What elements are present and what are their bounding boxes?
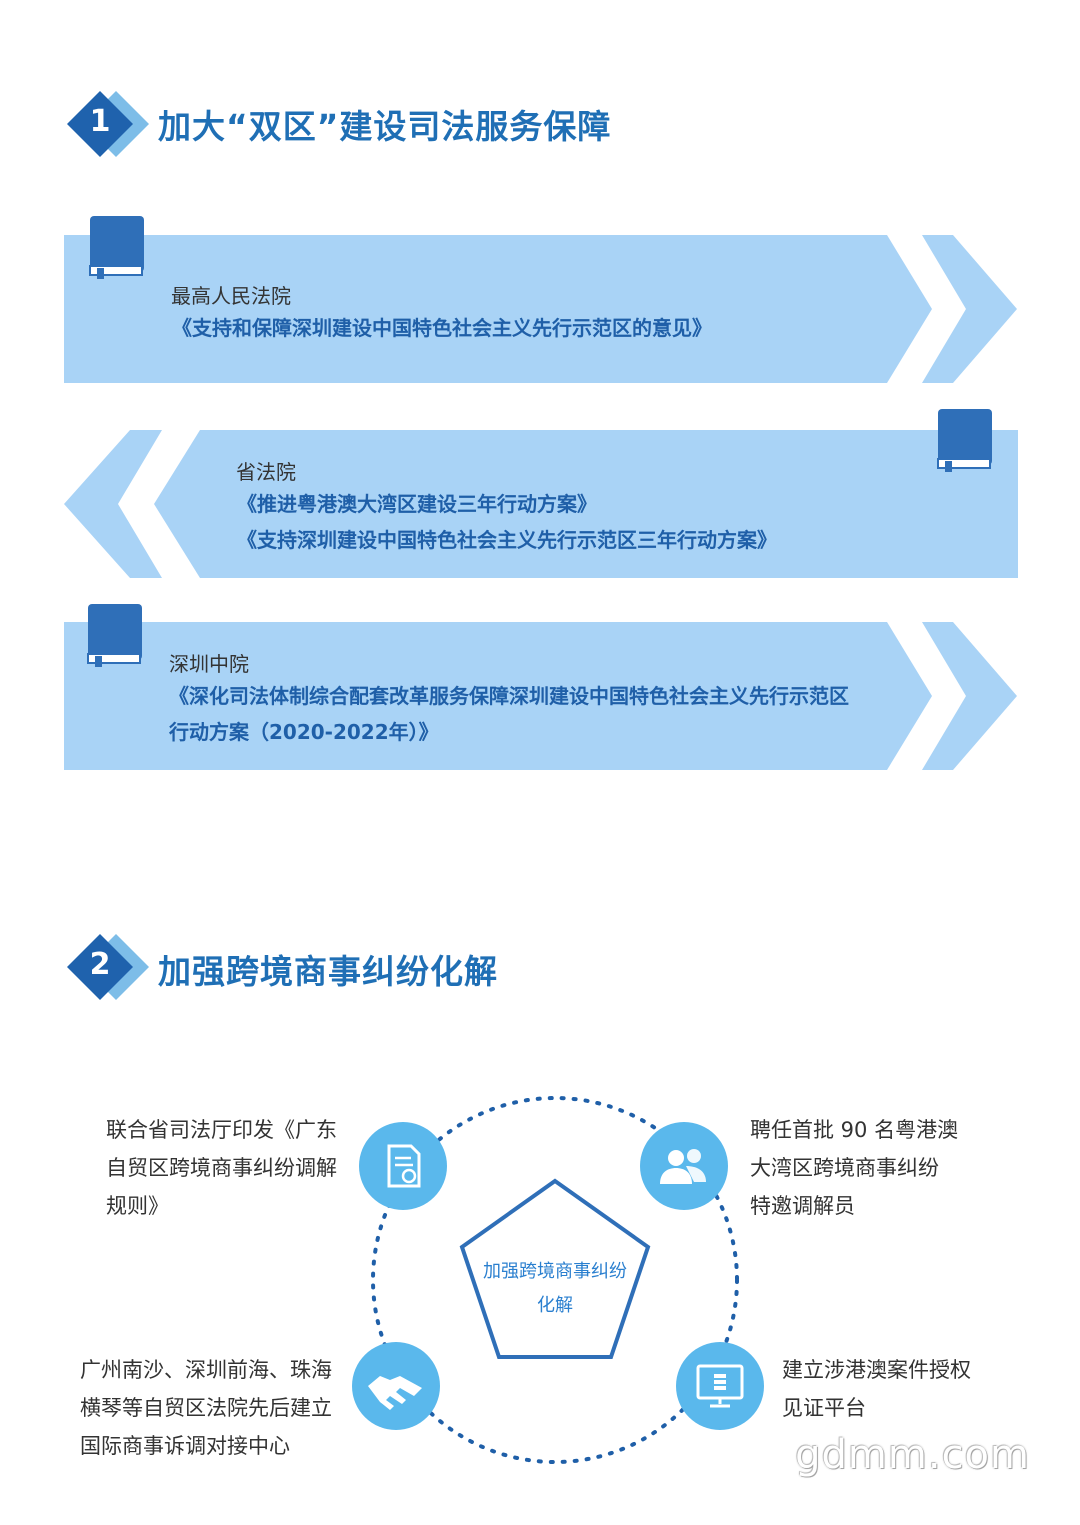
band-3-document-line-2: 行动方案（2020-2022年）》 — [169, 720, 439, 744]
watermark: gdmm.com — [795, 1432, 1030, 1478]
book-icon — [86, 604, 144, 672]
band-3-issuer: 深圳中院 — [169, 652, 249, 676]
section-1-title: 加大“双区”建设司法服务保障 — [158, 107, 612, 146]
handshake-icon — [352, 1342, 440, 1430]
section-2-title: 加强跨境商事纠纷化解 — [158, 952, 498, 991]
measure-top-left: 联合省司法厅印发《广东 自贸区跨境商事纠纷调解 规则》 — [106, 1111, 337, 1225]
measure-top-right-line-2: 大湾区跨境商事纠纷 — [750, 1156, 939, 1180]
book-icon — [88, 216, 146, 284]
band-1-issuer: 最高人民法院 — [171, 284, 291, 308]
measure-bottom-right-line-2: 见证平台 — [782, 1396, 866, 1420]
band-3-document-line-1: 《深化司法体制综合配套改革服务保障深圳建设中国特色社会主义先行示范区 — [169, 684, 849, 708]
measure-top-right-line-3: 特邀调解员 — [750, 1194, 855, 1218]
people-icon — [640, 1122, 728, 1210]
band-2-issuer: 省法院 — [236, 460, 296, 484]
band-2 — [64, 430, 1018, 578]
measure-bottom-left-line-3: 国际商事诉调对接中心 — [80, 1434, 290, 1458]
measure-top-left-line-1: 联合省司法厅印发《广东 — [106, 1118, 337, 1142]
measure-bottom-left-line-2: 横琴等自贸区法院先后建立 — [80, 1396, 332, 1420]
band-2-document-1: 《推进粤港澳大湾区建设三年行动方案》 — [237, 492, 597, 516]
measure-top-left-line-3: 规则》 — [106, 1194, 169, 1218]
measure-top-right: 聘任首批 90 名粤港澳 大湾区跨境商事纠纷 特邀调解员 — [750, 1111, 958, 1225]
band-3 — [64, 622, 1017, 770]
measure-bottom-right: 建立涉港澳案件授权 见证平台 — [782, 1351, 971, 1427]
section-2-number-badge: 2 — [64, 932, 156, 1002]
measure-top-left-line-2: 自贸区跨境商事纠纷调解 — [106, 1156, 337, 1180]
band-1 — [64, 235, 1017, 383]
center-label-line-1: 加强跨境商事纠纷 — [483, 1261, 627, 1282]
band-1-document: 《支持和保障深圳建设中国特色社会主义先行示范区的意见》 — [172, 316, 712, 340]
measure-bottom-right-line-1: 建立涉港澳案件授权 — [782, 1358, 971, 1382]
center-label-line-2: 化解 — [537, 1295, 573, 1316]
center-label: 加强跨境商事纠纷 化解 — [455, 1255, 655, 1323]
center-pentagon — [459, 1178, 651, 1359]
measure-bottom-left: 广州南沙、深圳前海、珠海 横琴等自贸区法院先后建立 国际商事诉调对接中心 — [80, 1351, 332, 1465]
dotted-ring — [371, 1096, 739, 1464]
section-2-number: 2 — [89, 947, 111, 982]
measure-bottom-left-line-1: 广州南沙、深圳前海、珠海 — [80, 1358, 332, 1382]
measure-top-right-line-1: 聘任首批 90 名粤港澳 — [750, 1118, 959, 1142]
monitor-icon — [676, 1342, 764, 1430]
section-1-number-badge: 1 — [64, 89, 156, 159]
certificate-icon — [359, 1122, 447, 1210]
band-2-document-2: 《支持深圳建设中国特色社会主义先行示范区三年行动方案》 — [237, 528, 777, 552]
book-icon — [936, 409, 994, 477]
section-1-number: 1 — [89, 104, 111, 139]
